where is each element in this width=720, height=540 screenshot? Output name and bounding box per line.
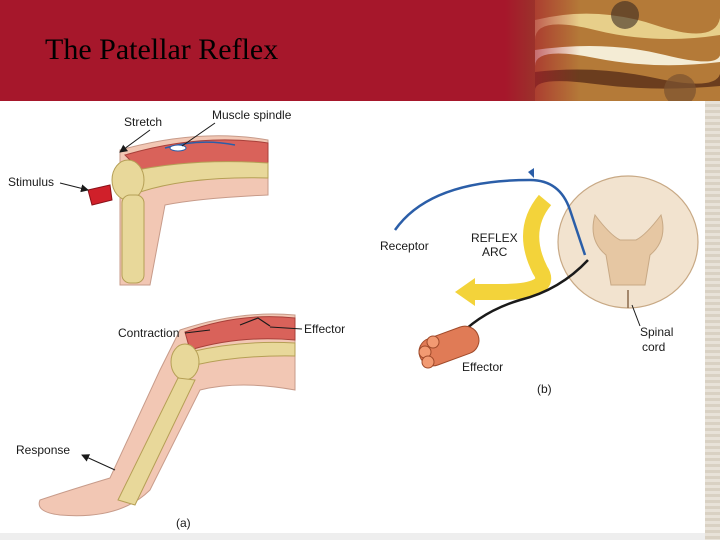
label-contraction: Contraction bbox=[118, 326, 179, 340]
bent-knee-illustration bbox=[87, 135, 269, 286]
label-muscle-spindle: Muscle spindle bbox=[212, 108, 292, 122]
leader-contraction bbox=[184, 329, 211, 334]
sensory-ganglion bbox=[528, 168, 534, 178]
slide-title: The Patellar Reflex bbox=[45, 33, 279, 66]
leader-muscle-spindle bbox=[181, 122, 216, 147]
sensory-neuron bbox=[393, 178, 587, 256]
label-response: Response bbox=[16, 443, 70, 457]
label-spinal-cord-line2: cord bbox=[642, 340, 665, 354]
label-stimulus: Stimulus bbox=[8, 175, 54, 189]
title-banner: The Patellar Reflex bbox=[0, 0, 720, 101]
label-spinal-cord-line1: Spinal bbox=[640, 325, 673, 339]
motor-neuron bbox=[454, 259, 589, 341]
label-reflex-arc-line2: ARC bbox=[482, 245, 508, 259]
spinal-cord-cross-section bbox=[557, 175, 699, 309]
bottom-decorative-strip bbox=[0, 533, 705, 540]
leader-effector-a bbox=[269, 326, 303, 330]
arrow-stimulus bbox=[59, 182, 89, 193]
arrow-stretch bbox=[119, 129, 151, 153]
label-receptor: Receptor bbox=[380, 239, 429, 253]
right-decorative-strip bbox=[705, 101, 720, 540]
decorative-texture-image bbox=[505, 0, 720, 101]
effector-muscle-bundle bbox=[418, 325, 480, 369]
reflex-arc-arrowhead bbox=[455, 278, 475, 306]
extended-leg-illustration bbox=[38, 313, 296, 517]
label-reflex-arc-line1: REFLEX bbox=[471, 231, 518, 245]
label-effector-b: Effector bbox=[462, 360, 503, 374]
panel-label-b: (b) bbox=[537, 382, 552, 396]
arrow-response bbox=[81, 454, 116, 471]
label-stretch: Stretch bbox=[124, 115, 162, 129]
label-effector-a: Effector bbox=[304, 322, 345, 336]
reflex-arc-arrow bbox=[475, 194, 552, 300]
panel-label-a: (a) bbox=[176, 516, 191, 530]
patellar-reflex-figure: Stretch Muscle spindle Stimulus Contract… bbox=[8, 108, 699, 530]
leader-spinal-cord bbox=[631, 304, 641, 327]
